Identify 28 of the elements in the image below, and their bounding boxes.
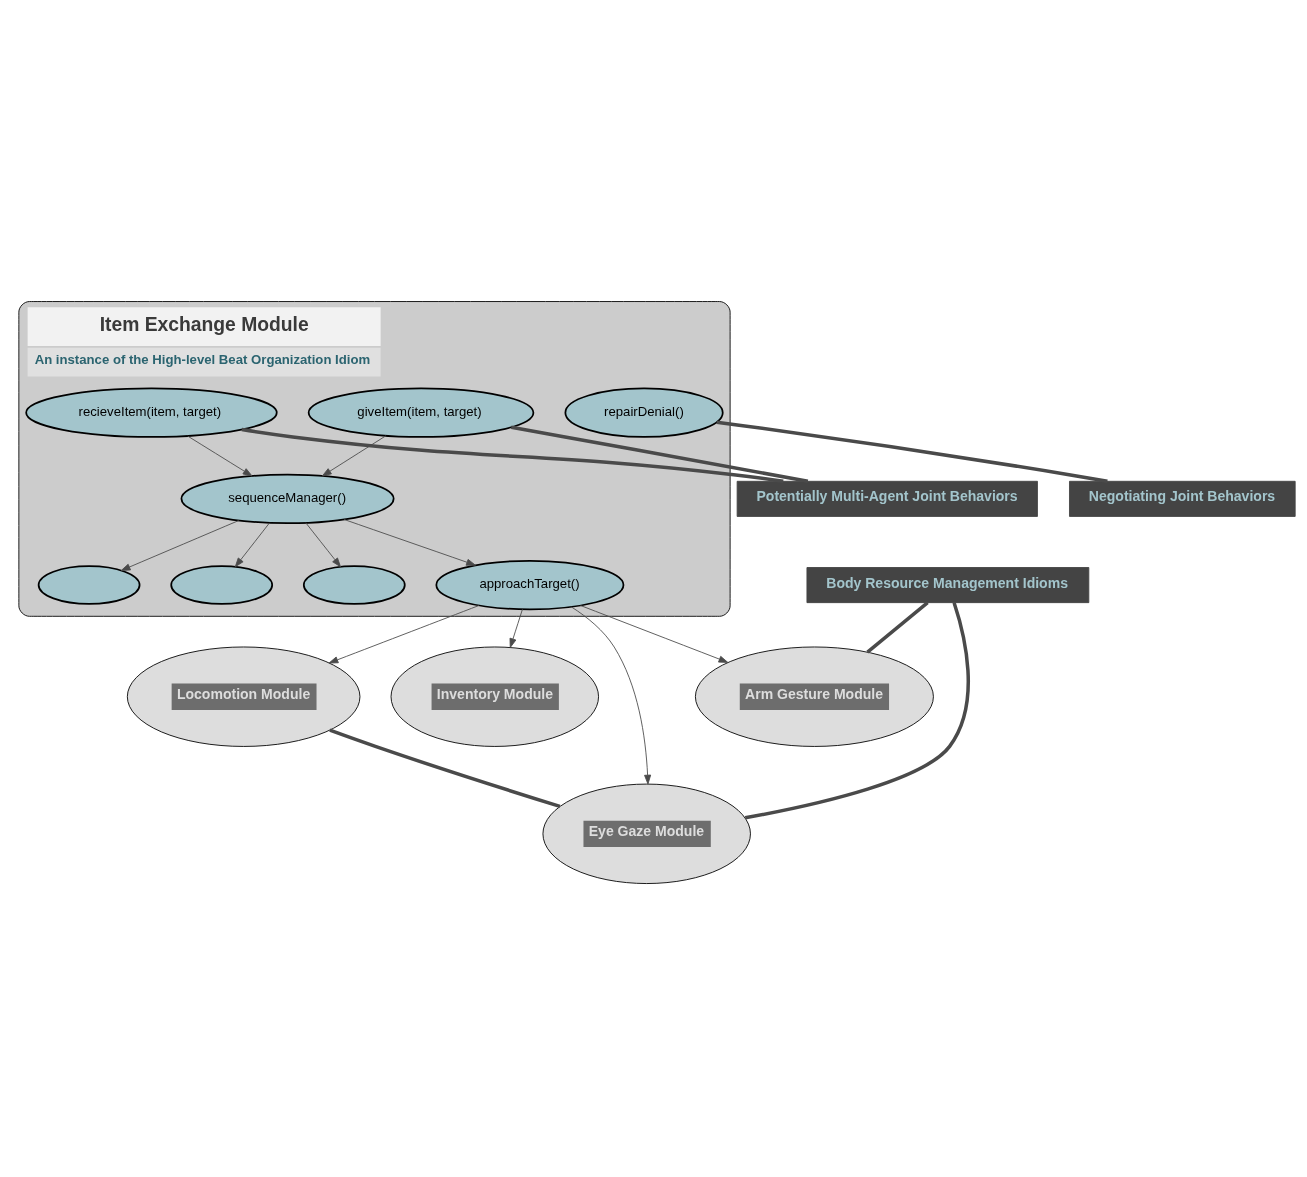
arrow bbox=[234, 521, 270, 567]
arrow bbox=[580, 604, 729, 663]
node-box: Negotiating Joint Behaviors bbox=[1069, 480, 1296, 517]
connector bbox=[866, 600, 929, 653]
arrow bbox=[187, 435, 253, 476]
node-ellipse: recieveItem(item, target) bbox=[25, 387, 278, 438]
arrow bbox=[571, 606, 652, 784]
node-ellipse: Arm Gesture Module bbox=[694, 646, 934, 747]
node-ellipse bbox=[170, 564, 274, 605]
arrow bbox=[120, 519, 240, 571]
connector bbox=[241, 427, 784, 483]
arrow bbox=[321, 434, 387, 476]
node-box: Body Resource Management Idioms bbox=[806, 566, 1090, 603]
node-ellipse: Eye Gaze Module bbox=[542, 783, 751, 884]
node-box: Potentially Multi-Agent Joint Behaviors bbox=[736, 480, 1038, 517]
node-ellipse: repairDenial() bbox=[564, 387, 724, 438]
connector bbox=[744, 601, 970, 820]
node-ellipse: sequenceManager() bbox=[180, 473, 395, 524]
connector bbox=[329, 728, 561, 808]
node-ellipse: Locomotion Module bbox=[126, 646, 361, 747]
node-ellipse: Inventory Module bbox=[390, 646, 599, 747]
arrow bbox=[305, 521, 341, 567]
node-ellipse: giveItem(item, target) bbox=[307, 387, 535, 438]
connector bbox=[716, 419, 1108, 483]
connector bbox=[511, 425, 809, 483]
node-ellipse bbox=[302, 564, 406, 605]
arrow bbox=[509, 608, 523, 648]
arrow bbox=[343, 518, 476, 566]
